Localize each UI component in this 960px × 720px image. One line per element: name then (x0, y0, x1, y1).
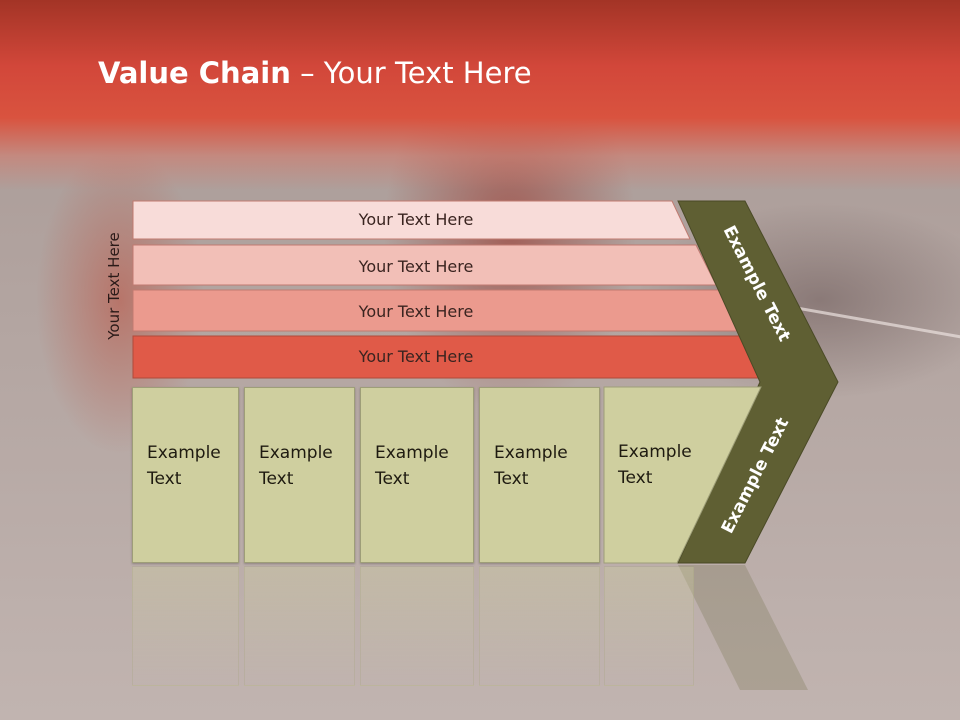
example-box-5: Example Text (604, 387, 734, 563)
example-box-5-text: Example Text (618, 442, 692, 488)
example-box-3-text: Example Text (375, 443, 449, 489)
example-box-2-text: Example Text (259, 443, 333, 489)
title-bold: Value Chain (98, 56, 291, 90)
example-box-4-text: Example Text (494, 443, 568, 489)
example-box-1: Example Text (132, 387, 239, 563)
example-box-2: Example Text (244, 387, 355, 563)
title-rest: – Your Text Here (290, 56, 532, 90)
slide-title: Value Chain – Your Text Here (98, 56, 532, 90)
band-4-label: Your Text Here (358, 347, 474, 366)
header-band (0, 0, 960, 190)
band-2-label: Your Text Here (358, 257, 474, 276)
chevron-reflection (678, 565, 808, 690)
example-box-1-text: Example Text (147, 443, 221, 489)
band-3-label: Your Text Here (358, 302, 474, 321)
example-box-4: Example Text (479, 387, 600, 563)
example-box-3: Example Text (360, 387, 474, 563)
band-1-label: Your Text Here (358, 210, 474, 229)
band-1 (132, 200, 691, 240)
